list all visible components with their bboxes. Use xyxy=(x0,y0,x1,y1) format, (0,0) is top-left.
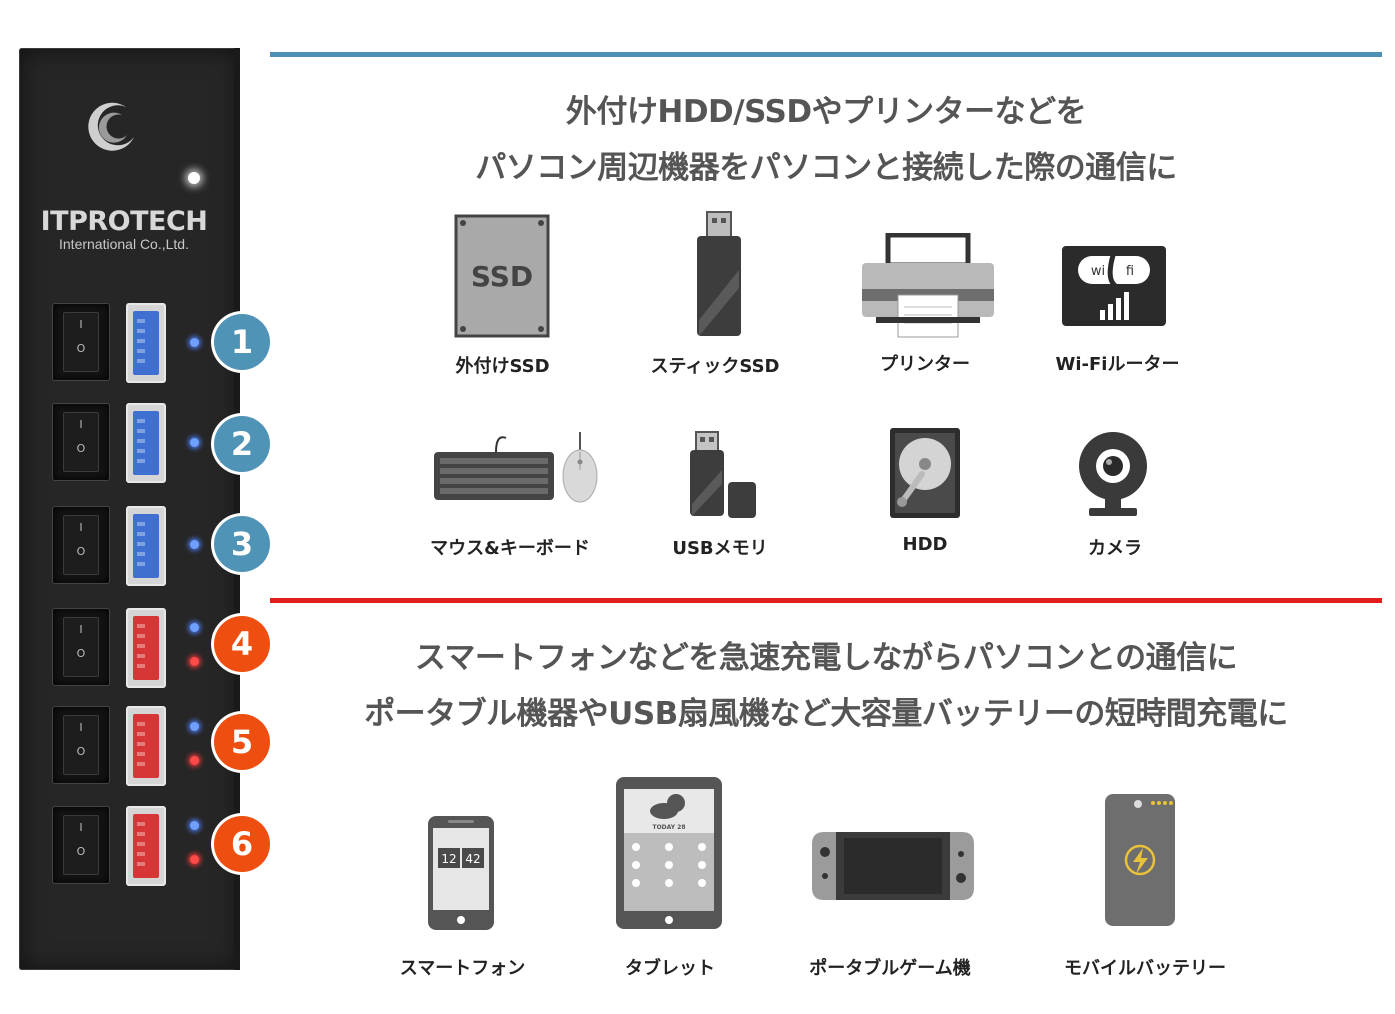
port-1-data-led xyxy=(190,338,199,347)
device-label: 外付けSSD xyxy=(455,356,550,377)
usb-memory-icon xyxy=(690,431,756,518)
wifi-text-left: wi xyxy=(1091,264,1105,279)
switch-on-mark: I xyxy=(79,821,83,834)
brand-logo-icon xyxy=(88,102,134,151)
switch-off-mark: O xyxy=(76,845,86,858)
switch-on-mark: I xyxy=(79,721,83,734)
data-section-rule xyxy=(270,52,1382,57)
smartphone-icon: 12 42 xyxy=(428,816,494,930)
switch-off-mark: O xyxy=(76,545,86,558)
usb-port-3[interactable] xyxy=(126,506,166,586)
charge-headline-line2: ポータブル機器やUSB扇風機など大容量バッテリーの短時間充電に xyxy=(364,696,1288,732)
port-number-badge: 3 xyxy=(214,516,270,572)
hdd-icon xyxy=(890,428,960,518)
webcam-icon xyxy=(1079,432,1147,516)
ssd-icon: SSD xyxy=(454,214,550,338)
usb-port-2[interactable] xyxy=(126,403,166,483)
port-2-data-led xyxy=(190,438,199,447)
port-5-charge-led xyxy=(190,756,199,765)
device-label: Wi-Fiルーター xyxy=(1055,354,1180,375)
wifi-router-icon: wi fi xyxy=(1062,246,1166,326)
hub-brand-subtitle: International Co.,Ltd. xyxy=(59,236,189,252)
data-headline-line1: 外付けHDD/SSDやプリンターなどを xyxy=(565,94,1087,130)
switch-on-mark: I xyxy=(79,318,83,331)
switch-on-mark: I xyxy=(79,623,83,636)
port-number-badge: 5 xyxy=(214,714,270,770)
tablet-icon: TODAY 28 xyxy=(616,777,722,929)
device-label: プリンター xyxy=(880,354,970,375)
usb-port-5[interactable] xyxy=(126,706,166,786)
device-label: スティックSSD xyxy=(650,356,780,377)
port-6-data-led xyxy=(190,821,199,830)
switch-off-mark: O xyxy=(76,342,86,355)
hub-brand: ITPROTECH xyxy=(40,206,208,237)
phone-clock-hours: 12 xyxy=(441,852,456,866)
usb-port-6[interactable] xyxy=(126,806,166,886)
port-4-charge-led xyxy=(190,657,199,666)
device-label: マウス&キーボード xyxy=(430,538,590,559)
game-console-icon xyxy=(812,832,974,900)
wifi-text-right: fi xyxy=(1126,264,1134,279)
port-number-badge: 6 xyxy=(214,816,270,872)
phone-clock-minutes: 42 xyxy=(465,852,480,866)
port-number-badge: 4 xyxy=(214,616,270,672)
device-label: ポータブルゲーム機 xyxy=(809,958,971,979)
port-number-badge: 1 xyxy=(214,314,270,370)
power-led xyxy=(188,172,200,184)
charge-section-rule xyxy=(270,598,1382,603)
port-number-badge: 2 xyxy=(214,416,270,472)
device-label: HDD xyxy=(902,534,948,555)
device-label: タブレット xyxy=(625,958,715,979)
switch-on-mark: I xyxy=(79,418,83,431)
port-4-data-led xyxy=(190,623,199,632)
printer-icon xyxy=(862,233,994,338)
port-3-data-led xyxy=(190,540,199,549)
data-headline-line2: パソコン周辺機器をパソコンと接続した際の通信に xyxy=(475,150,1177,186)
hub-side-edge xyxy=(234,48,240,970)
keyboard-mouse-icon xyxy=(434,432,598,503)
usb-stick-icon xyxy=(697,211,741,336)
switch-off-mark: O xyxy=(76,647,86,660)
device-label: モバイルバッテリー xyxy=(1064,958,1226,979)
device-label: USBメモリ xyxy=(672,538,768,559)
device-label: スマートフォン xyxy=(399,958,526,979)
port-6-charge-led xyxy=(190,855,199,864)
switch-off-mark: O xyxy=(76,442,86,455)
usb-port-1[interactable] xyxy=(126,303,166,383)
device-label: カメラ xyxy=(1088,538,1142,559)
usb-port-4[interactable] xyxy=(126,608,166,688)
switch-on-mark: I xyxy=(79,521,83,534)
charge-headline-line1: スマートフォンなどを急速充電しながらパソコンとの通信に xyxy=(414,640,1238,676)
ssd-icon-text: SSD xyxy=(471,260,533,293)
port-5-data-led xyxy=(190,722,199,731)
tablet-weather-text: TODAY 28 xyxy=(652,824,685,831)
mobile-battery-icon xyxy=(1105,794,1175,926)
switch-off-mark: O xyxy=(76,745,86,758)
